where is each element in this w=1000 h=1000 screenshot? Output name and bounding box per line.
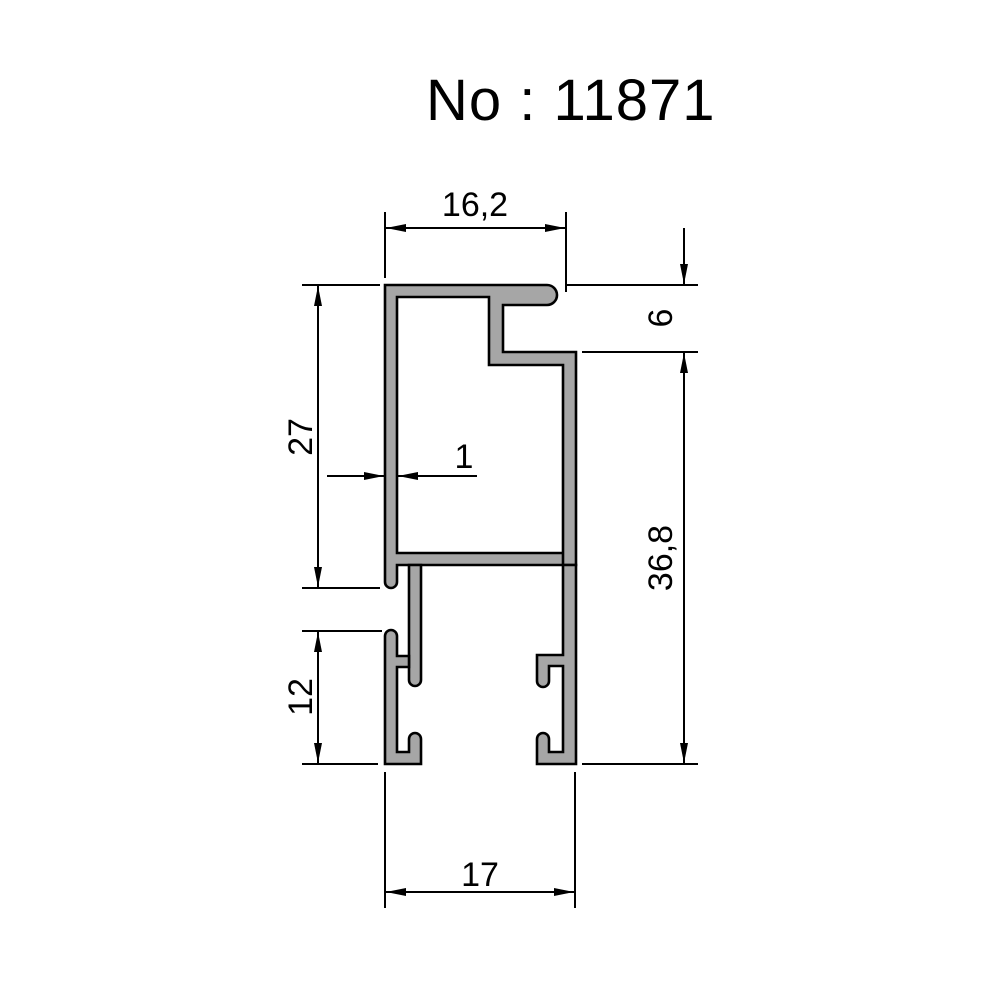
top-width-label: 16,2 <box>442 186 508 224</box>
drawing-title: No : 11871 <box>426 68 716 133</box>
right-lower-wall <box>535 563 578 766</box>
wall-thickness-label: 1 <box>455 438 474 476</box>
bottom-width-label: 17 <box>461 856 499 894</box>
upper-chamber <box>383 283 578 590</box>
left-upper-height-label: 27 <box>282 418 320 456</box>
dimension-top-step: 6 <box>566 228 698 353</box>
left-lower-wall <box>383 628 423 766</box>
dimension-left-upper-height: 27 <box>282 284 380 589</box>
right-height-label: 36,8 <box>642 525 680 591</box>
top-step-label: 6 <box>642 309 680 328</box>
left-lower-height-label: 12 <box>282 678 320 716</box>
dimension-left-lower-height: 12 <box>282 630 382 765</box>
dimension-bottom-width: 17 <box>384 772 576 908</box>
dimension-right-height: 36,8 <box>582 353 698 765</box>
left-inner-leg <box>407 563 423 688</box>
dimension-top-width: 16,2 <box>384 186 567 292</box>
dimension-wall-thickness: 1 <box>327 438 477 480</box>
aluminium-profile <box>383 283 578 766</box>
